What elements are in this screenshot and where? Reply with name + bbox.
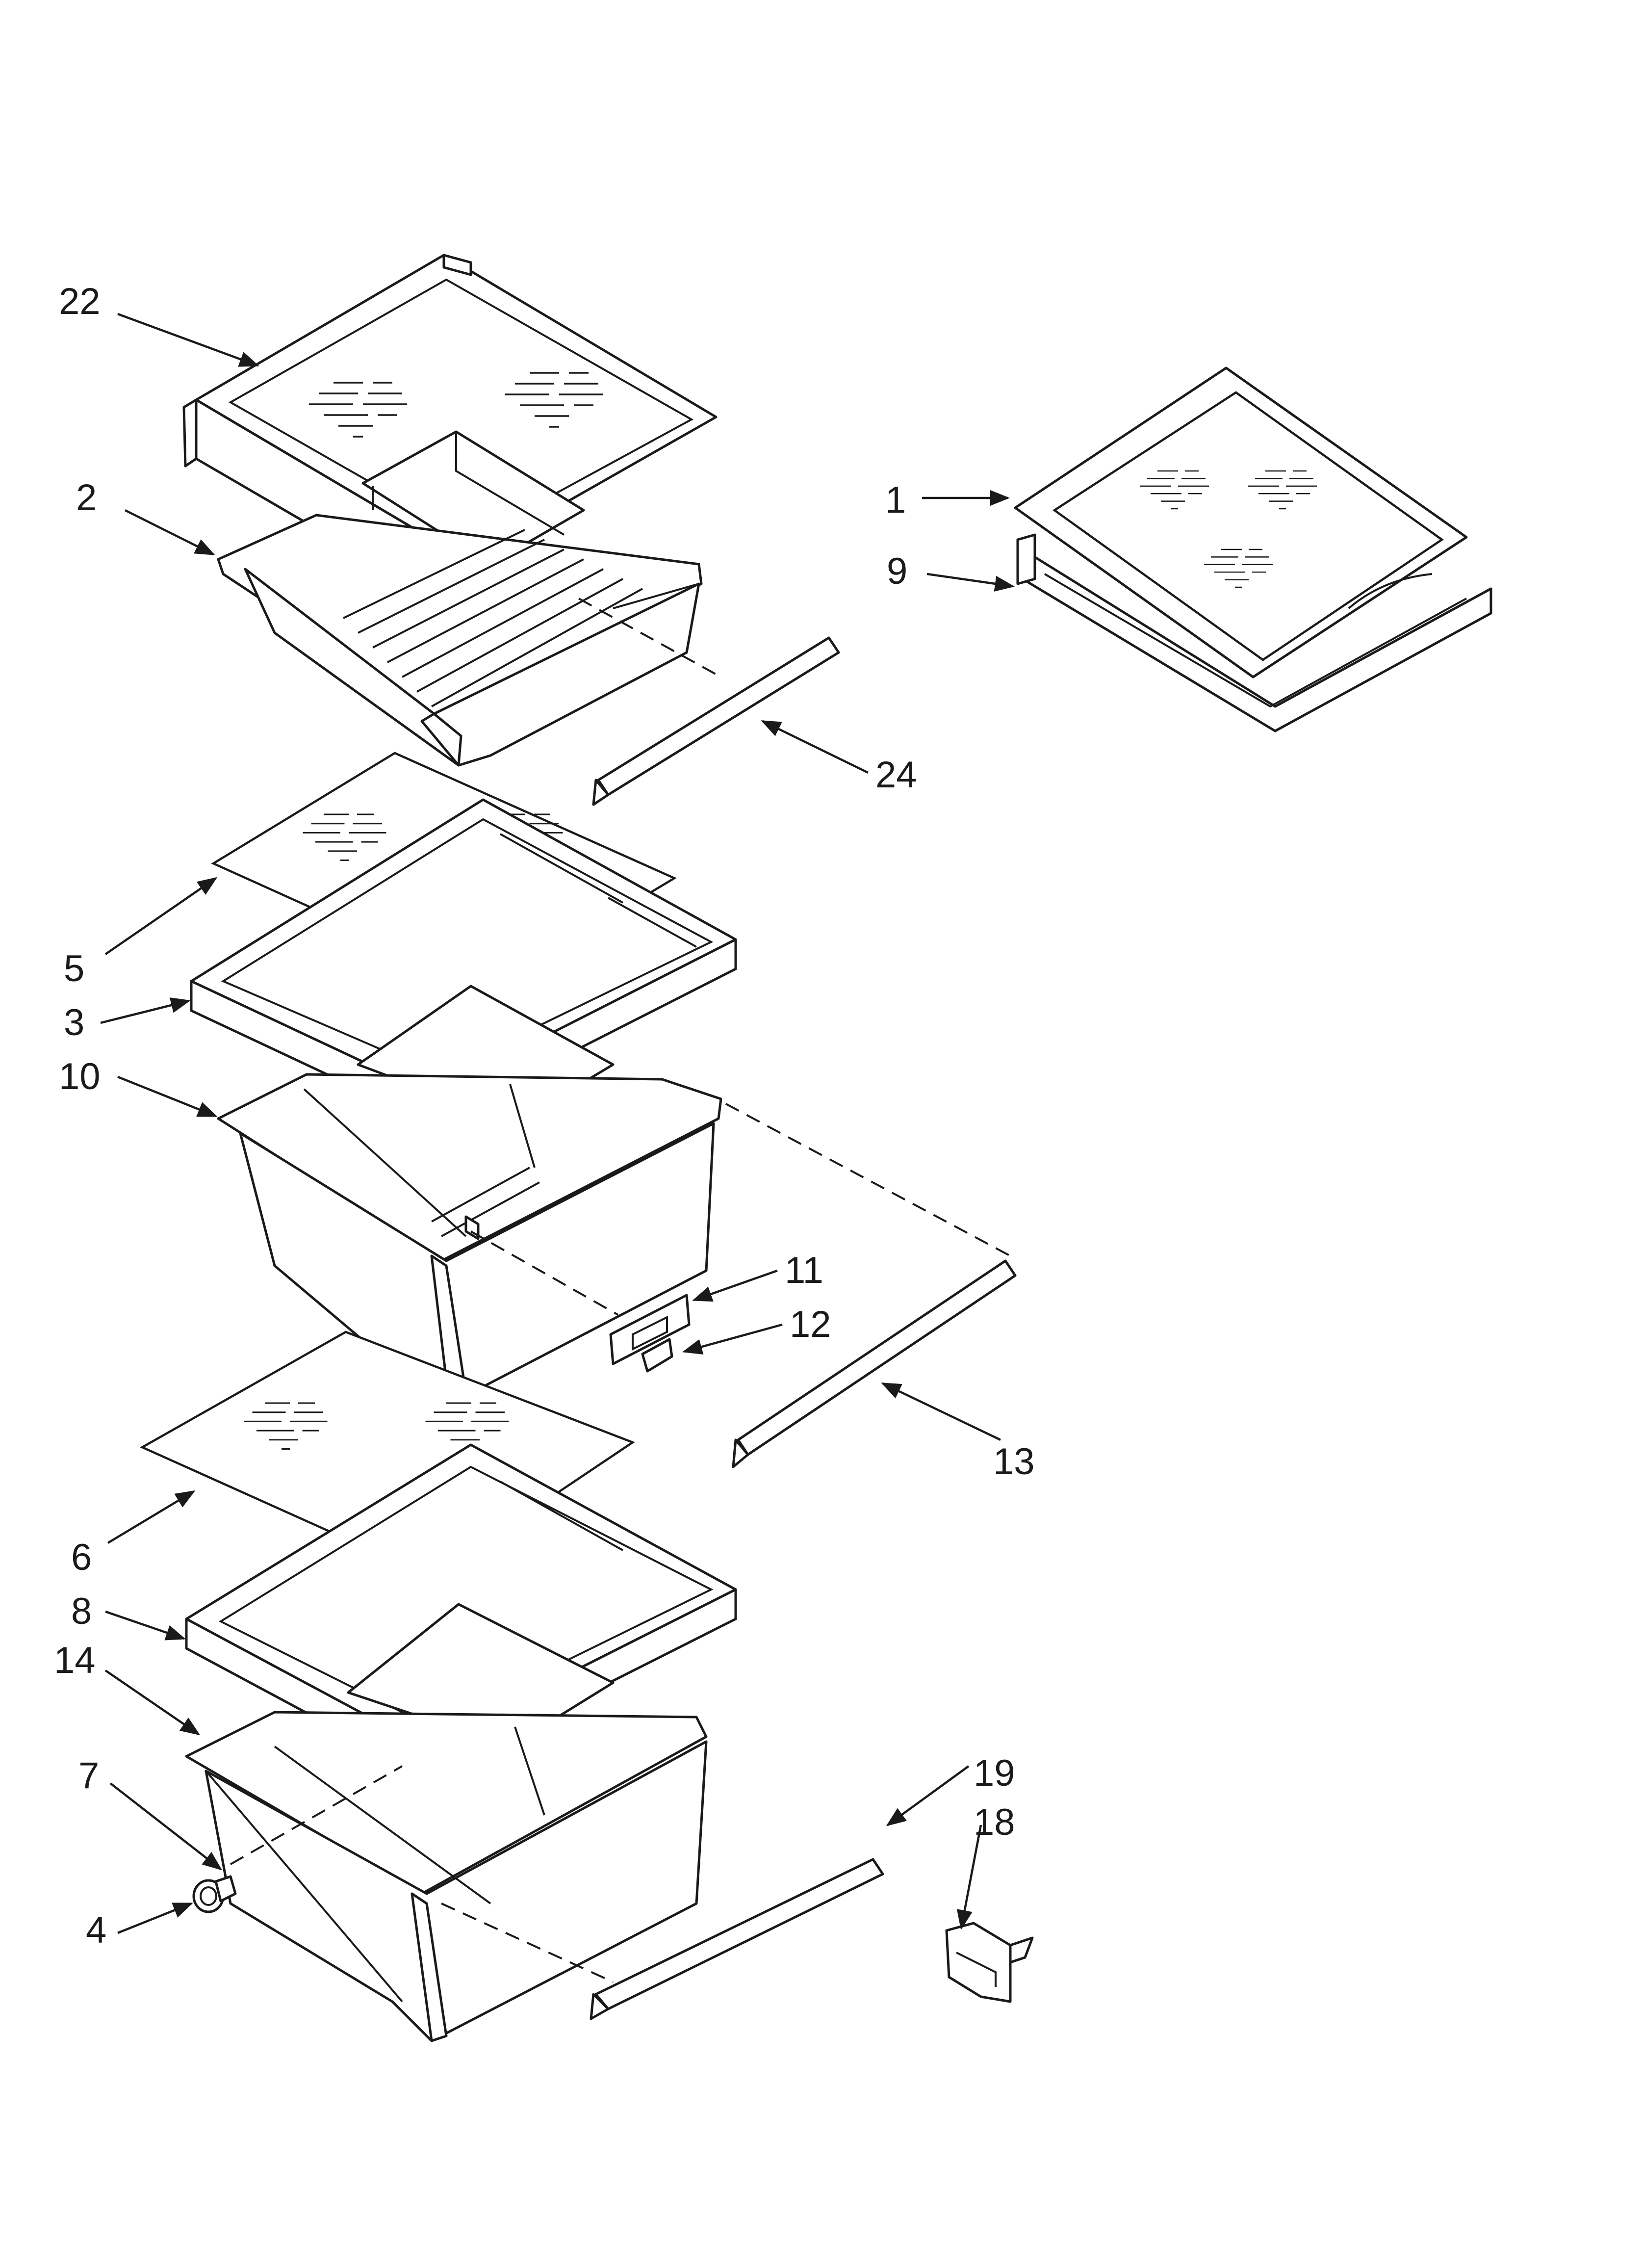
part-11-clip bbox=[609, 1294, 691, 1365]
callout-7: 7 bbox=[78, 1755, 99, 1797]
leader-lines bbox=[100, 313, 1015, 1934]
callout-9: 9 bbox=[887, 550, 907, 592]
part-24-trim bbox=[578, 598, 840, 806]
part-2-upper-crisper bbox=[217, 514, 703, 767]
part-12-clip bbox=[641, 1338, 673, 1373]
callout-8: 8 bbox=[71, 1590, 92, 1632]
callout-1: 1 bbox=[885, 479, 906, 521]
callout-13: 13 bbox=[993, 1441, 1035, 1483]
part-9-shelf-frame bbox=[1016, 533, 1492, 732]
callout-6: 6 bbox=[71, 1537, 92, 1578]
callout-2: 2 bbox=[76, 477, 97, 519]
callout-18: 18 bbox=[974, 1801, 1015, 1843]
callout-3: 3 bbox=[64, 1002, 84, 1043]
part-1-glass-shelf bbox=[1014, 366, 1468, 678]
part-19-trim bbox=[590, 1858, 884, 2020]
part-10-middle-crisper bbox=[217, 1073, 1011, 1402]
part-14-lower-crisper bbox=[185, 1711, 708, 2042]
callout-19: 19 bbox=[974, 1752, 1015, 1794]
callout-labels: 22 2 1 9 24 5 3 10 11 12 13 6 8 14 7 4 1… bbox=[54, 281, 1035, 1951]
part-13-trim bbox=[732, 1259, 1017, 1468]
part-18-bracket bbox=[945, 1922, 1034, 2003]
callout-11: 11 bbox=[785, 1250, 823, 1291]
callout-5: 5 bbox=[64, 948, 84, 990]
callout-10: 10 bbox=[59, 1056, 101, 1097]
callout-24: 24 bbox=[875, 754, 917, 796]
callout-12: 12 bbox=[790, 1303, 831, 1345]
callout-4: 4 bbox=[86, 1909, 106, 1951]
part-4-knob bbox=[192, 1875, 237, 1913]
callout-22: 22 bbox=[59, 281, 101, 322]
callout-14: 14 bbox=[54, 1640, 96, 1681]
